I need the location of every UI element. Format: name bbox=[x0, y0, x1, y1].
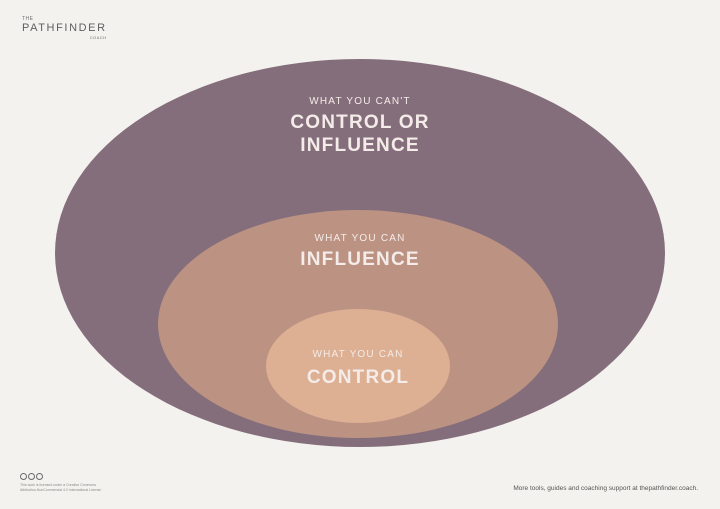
cc-icon bbox=[20, 473, 27, 480]
pathfinder-logo: THE PATHFINDER COACH bbox=[22, 16, 107, 40]
outer-label-small: WHAT YOU CAN'T bbox=[309, 96, 411, 107]
license-line1: This work is licensed under a Creative C… bbox=[20, 483, 97, 487]
middle-label-small: WHAT YOU CAN bbox=[314, 233, 406, 244]
license-block: This work is licensed under a Creative C… bbox=[20, 473, 101, 493]
license-line2: Attribution-NonCommercial 4.0 Internatio… bbox=[20, 488, 102, 492]
logo-sub: COACH bbox=[89, 35, 107, 40]
outer-label-line1: CONTROL OR bbox=[290, 112, 430, 133]
middle-label-big: INFLUENCE bbox=[300, 249, 420, 270]
inner-ellipse bbox=[266, 309, 450, 423]
inner-label-small: WHAT YOU CAN bbox=[312, 349, 404, 360]
by-icon bbox=[28, 473, 35, 480]
logo-main: PATHFINDER bbox=[22, 22, 107, 34]
footer-link-text: More tools, guides and coaching support … bbox=[513, 485, 698, 492]
inner-label-big: CONTROL bbox=[306, 367, 410, 388]
license-icons bbox=[20, 473, 101, 480]
logo-pre: THE bbox=[22, 16, 34, 22]
nc-icon bbox=[36, 473, 43, 480]
outer-label-line2: INFLUENCE bbox=[300, 135, 420, 156]
